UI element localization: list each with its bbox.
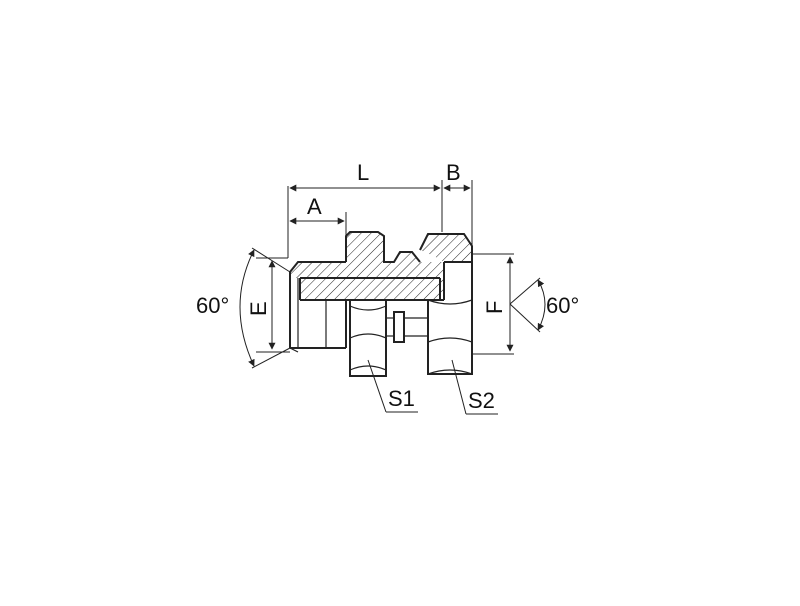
dimension-E: E	[246, 257, 290, 353]
label-B: B	[446, 160, 461, 185]
label-F: F	[482, 301, 507, 314]
leader-S1: S1	[367, 359, 418, 413]
label-S1: S1	[388, 386, 415, 411]
body-section	[299, 231, 444, 301]
dimension-L: L	[287, 160, 443, 258]
dimension-F: F	[472, 253, 514, 355]
label-A: A	[307, 194, 322, 219]
hex-S1	[349, 300, 428, 377]
dimension-A: A	[289, 194, 347, 240]
leader-S2: S2	[451, 359, 498, 415]
label-E: E	[246, 301, 271, 316]
label-S2: S2	[468, 388, 495, 413]
label-L: L	[357, 160, 369, 185]
angle-left: 60°	[196, 247, 291, 369]
swivel-nut	[419, 233, 473, 375]
label-angle-left: 60°	[196, 293, 229, 318]
male-end	[289, 261, 347, 353]
label-angle-right: 60°	[546, 293, 579, 318]
angle-right: 60°	[509, 277, 579, 333]
